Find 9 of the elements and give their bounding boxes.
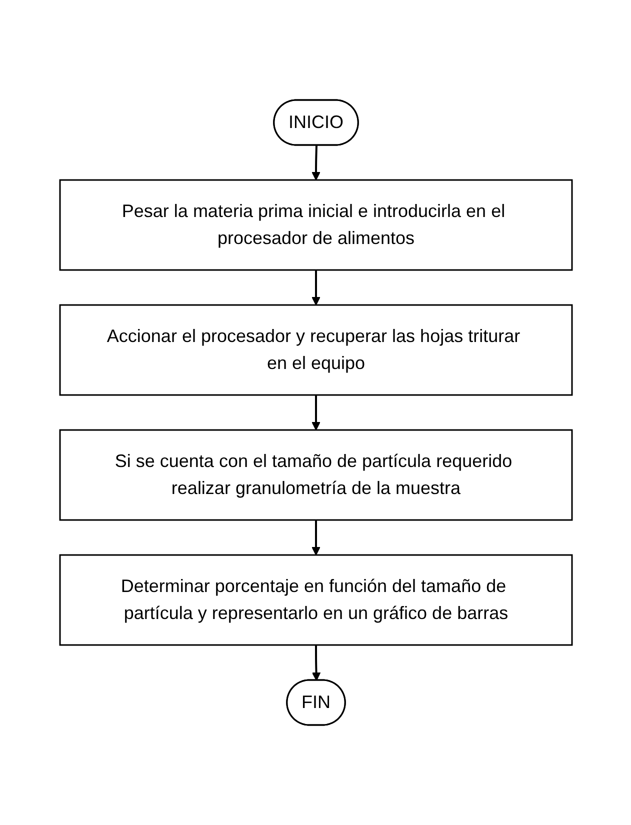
arrow [311, 270, 320, 306]
node-box: Si se cuenta con el tamaño de partícula requerido realizar granulometría de la muestra [58, 429, 572, 521]
arrow [311, 395, 320, 430]
node-box: Accionar el procesador y recuperar las hojas triturar en el equipo [58, 304, 572, 396]
node-box: Determinar porcentaje en función del tamaño de partícula y representarlo en un gráfico de barras [58, 554, 572, 646]
node-box: Pesar la materia prima inicial e introducirla en el procesador de alimentos [58, 179, 572, 271]
arrow [311, 145, 320, 180]
arrow [311, 645, 320, 681]
arrow [311, 520, 320, 556]
